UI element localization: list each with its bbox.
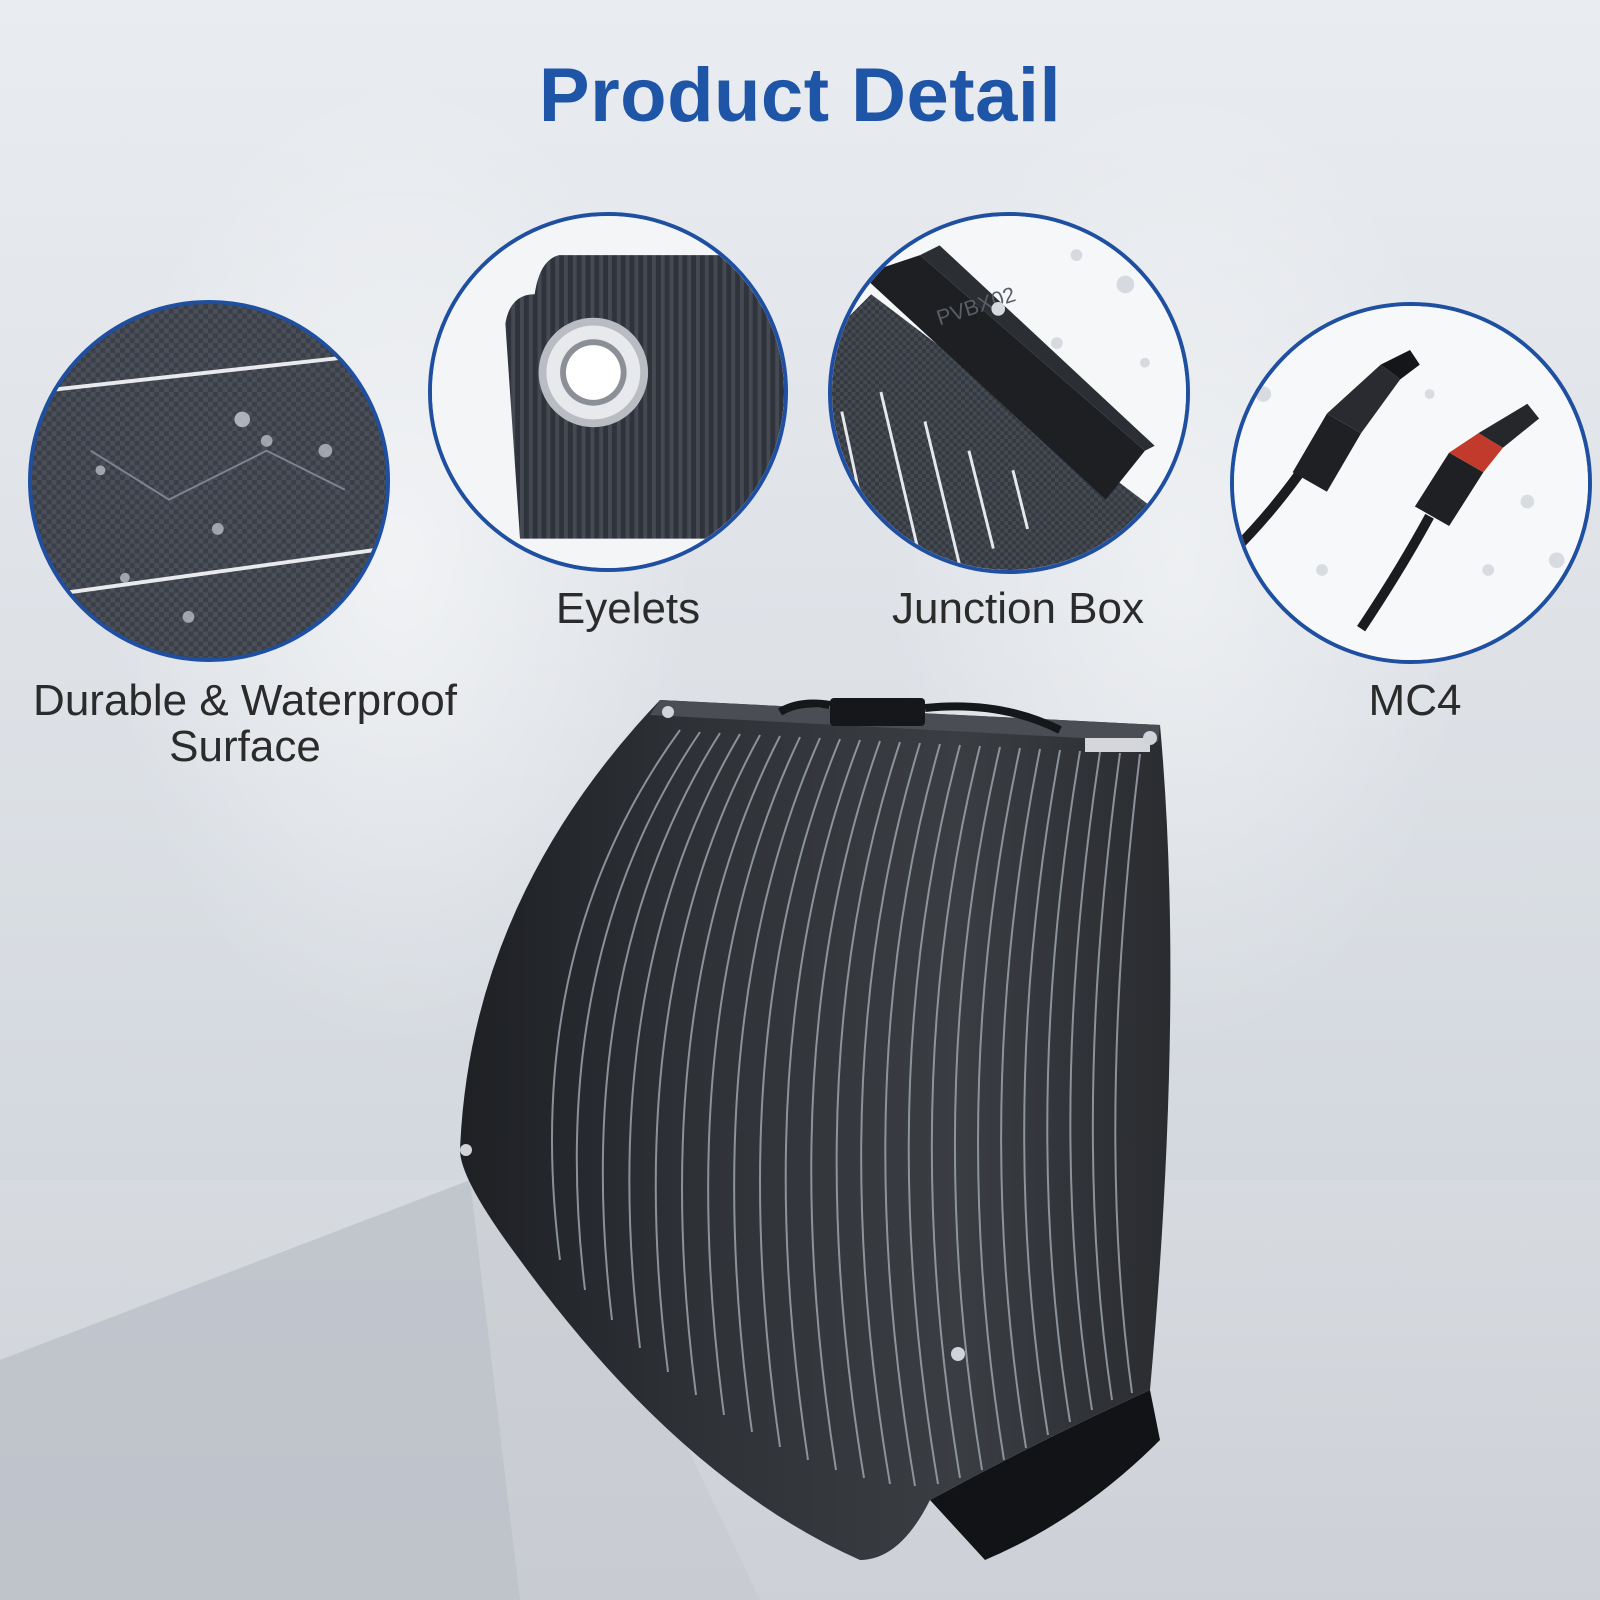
- eyelet-icon: [432, 216, 784, 568]
- eyelets-label: Eyelets: [555, 584, 701, 633]
- junction-box-icon: PVBX02: [832, 216, 1186, 570]
- mc4-detail-circle: [1230, 302, 1592, 664]
- panel-cell-lines: [551, 729, 1141, 1487]
- junction-box-detail-circle: PVBX02: [828, 212, 1190, 574]
- eyelets-detail-circle: [428, 212, 788, 572]
- junction-box-label: Junction Box: [892, 584, 1144, 633]
- panel-curl: [930, 1390, 1160, 1560]
- panel-junction-box: [830, 698, 925, 726]
- surface-texture-icon: [32, 304, 386, 658]
- page-title: Product Detail: [538, 53, 1062, 138]
- surface-label-line2: Surface: [169, 722, 321, 771]
- surface-detail-circle: [28, 300, 390, 662]
- surface-label: Durable & Waterproof Surface: [0, 678, 490, 770]
- mc4-label: MC4: [1368, 676, 1462, 725]
- surface-label-line1: Durable & Waterproof: [33, 676, 457, 725]
